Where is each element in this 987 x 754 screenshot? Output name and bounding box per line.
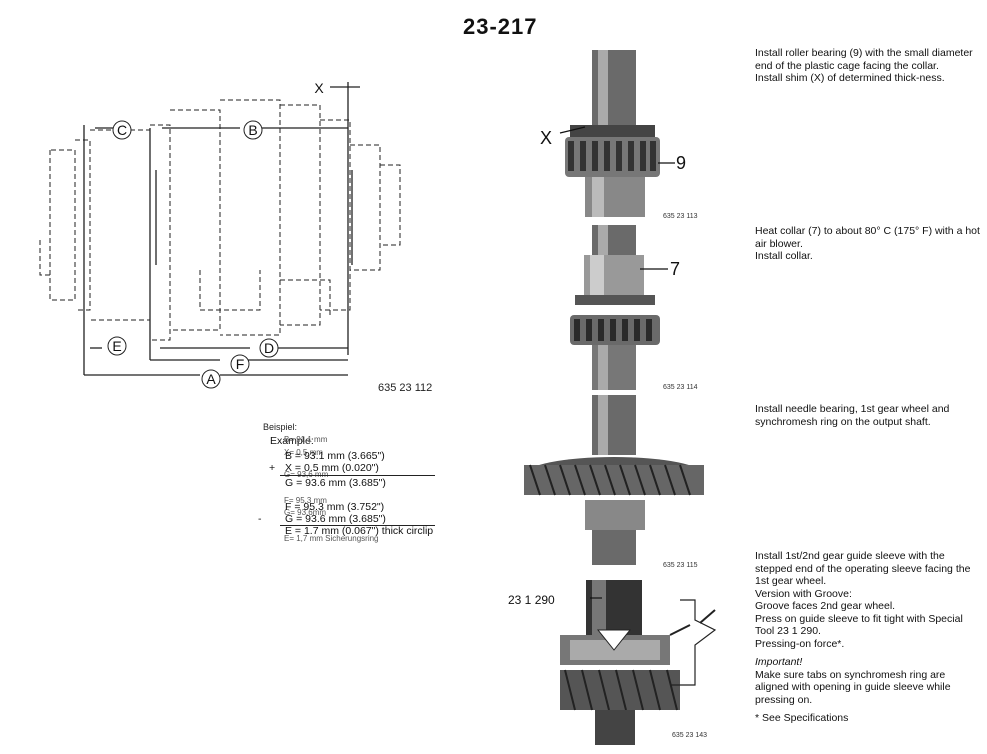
ghost-line: G= 93,6mm	[284, 508, 327, 517]
callout-9: 9	[676, 153, 686, 173]
instruction-collar: Heat collar (7) to about 80° C (175° F) …	[755, 225, 980, 263]
photo-panel-2	[570, 225, 660, 390]
figure-ref-114: 635 23 114	[663, 384, 698, 391]
instruction-text: Heat collar (7) to about 80° C (175° F) …	[755, 225, 980, 250]
page-number: 23-217	[463, 14, 538, 39]
example-diff-rule	[280, 525, 435, 526]
example-line: X = 0.5 mm (0.020")	[285, 462, 379, 474]
example-line: F = 95.3 mm (3.752")	[285, 501, 385, 513]
instruction-text: Make sure tabs on synchromesh ring are a…	[755, 668, 951, 706]
photo-panel-4	[560, 580, 717, 745]
instruction-text: Install roller bearing (9) with the smal…	[755, 47, 973, 72]
tool-label: 23 1 290	[508, 593, 555, 607]
dimension-letter-f: F	[236, 356, 245, 372]
dimension-letter-c: C	[117, 122, 127, 138]
example-heading-de: Beispiel:	[263, 422, 298, 432]
instruction-text: Pressing-on force*.	[755, 637, 845, 650]
important-heading: Important!	[755, 656, 803, 668]
output-shaft-photo-series: X 9 7 23 1 290 635 23 113 635 23 114 635…	[508, 50, 717, 745]
photo-panel-3	[524, 395, 704, 565]
ghost-line: F= 95,3 mm	[284, 496, 327, 505]
example-line: E = 1.7 mm (0.067") thick circlip	[285, 525, 434, 537]
gearbox-dimension-drawing: X C B E D F A 635 23 112	[39, 80, 432, 394]
instruction-text: Press on guide sleeve to fit tight with …	[755, 612, 963, 638]
example-sign: -	[258, 513, 262, 525]
instruction-bearing: Install roller bearing (9) with the smal…	[755, 47, 980, 85]
dimension-letter-x: X	[314, 80, 324, 96]
instruction-text: Install collar.	[755, 250, 813, 262]
example-sum-rule	[280, 475, 435, 476]
example-heading-en: Example:	[270, 435, 314, 447]
instruction-needle-bearing: Install needle bearing, 1st gear wheel a…	[755, 403, 980, 428]
footnote: * See Specifications	[755, 712, 849, 724]
instruction-text: Version with Groove:	[755, 587, 852, 600]
ghost-line: E= 1,7 mm Sicherungsring	[284, 534, 379, 543]
dimension-letter-d: D	[264, 340, 274, 356]
figure-ref-115: 635 23 115	[663, 562, 698, 569]
instruction-text: Install shim (X) of determined thick-nes…	[755, 72, 945, 84]
instruction-guide-sleeve: Install 1st/2nd gear guide sleeve with t…	[755, 550, 980, 725]
example-line: G = 93.6 mm (3.685")	[285, 477, 386, 489]
ghost-line: X= 0,5 mm	[284, 448, 323, 457]
example-block: Beispiel: Example: B= 91,1 mm X= 0,5 mm …	[258, 422, 498, 547]
figure-ref-143: 635 23 143	[672, 732, 707, 739]
dimension-letter-b: B	[248, 122, 257, 138]
instruction-text: Groove faces 2nd gear wheel.	[755, 600, 896, 612]
ghost-line: B= 91,1 mm	[284, 435, 328, 444]
figure-ref-113: 635 23 113	[663, 213, 698, 220]
figure-ref-112: 635 23 112	[378, 382, 432, 394]
example-line: G = 93.6 mm (3.685")	[285, 513, 386, 525]
instruction-text: Install needle bearing, 1st gear wheel a…	[755, 403, 950, 428]
example-line: B = 93.1 mm (3.665")	[285, 450, 385, 462]
callout-7: 7	[670, 259, 680, 279]
dimension-letter-a: A	[206, 371, 216, 387]
example-sign: +	[269, 462, 276, 474]
photo-panel-1	[565, 50, 660, 217]
dimension-letter-e: E	[112, 338, 121, 354]
instruction-text: Install 1st/2nd gear guide sleeve with t…	[755, 550, 971, 587]
ghost-line: G= 93,6 mm	[284, 470, 329, 479]
callout-x: X	[540, 128, 552, 148]
